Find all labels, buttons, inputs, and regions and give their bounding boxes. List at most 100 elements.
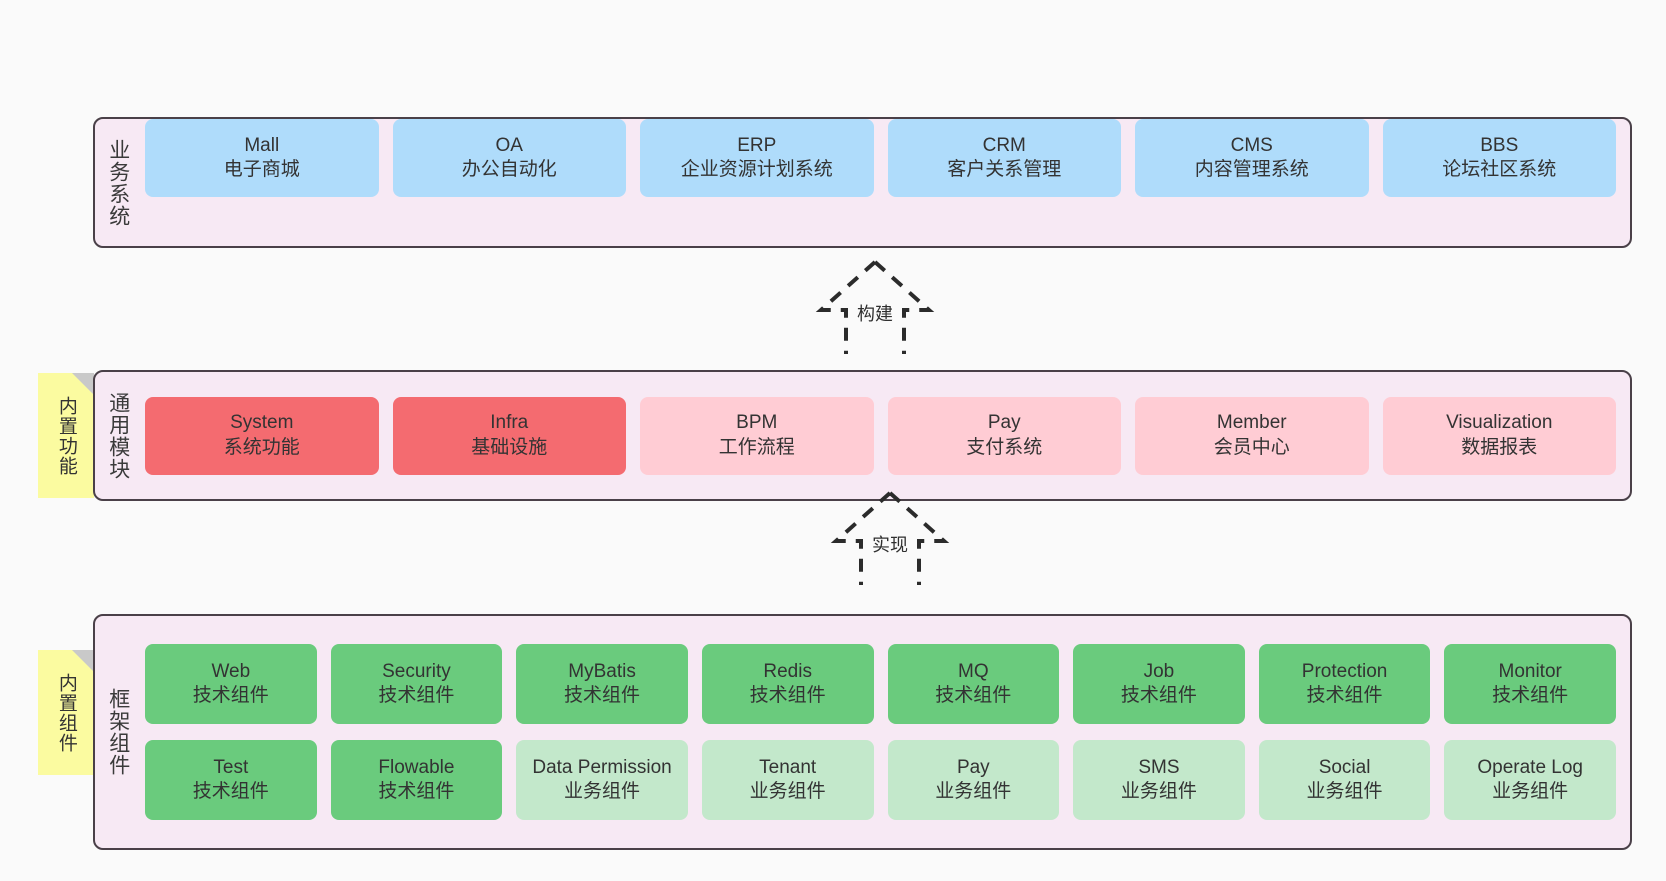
- business-card-mall-desc: 电子商城: [223, 159, 300, 180]
- common-card-infra-name: Infra: [490, 412, 529, 434]
- framework-card-protection-desc: 技术组件: [1306, 685, 1383, 706]
- connector-build-arrow-icon: [815, 260, 935, 354]
- business-card-erp[interactable]: ERP 企业资源计划系统: [640, 119, 874, 197]
- business-card-crm[interactable]: CRM 客户关系管理: [887, 119, 1121, 197]
- framework-card-test-name: Test: [213, 756, 249, 778]
- business-card-crm-name: CRM: [982, 134, 1026, 156]
- framework-card-monitor-desc: 技术组件: [1492, 685, 1569, 706]
- framework-card-mq[interactable]: MQ 技术组件: [887, 644, 1060, 724]
- panel-business-systems-body: Mall 电子商城 OA 办公自动化 ERP 企业资源计划系统 CRM 客户关系…: [141, 119, 1630, 197]
- common-card-visualization[interactable]: Visualization 数据报表: [1382, 396, 1616, 475]
- framework-card-social-desc: 业务组件: [1306, 781, 1383, 802]
- framework-card-operate-log-name: Operate Log: [1477, 756, 1583, 778]
- framework-card-social[interactable]: Social 业务组件: [1258, 740, 1431, 820]
- business-card-bbs-desc: 论坛社区系统: [1442, 159, 1557, 180]
- framework-card-monitor[interactable]: Monitor 技术组件: [1444, 644, 1616, 724]
- sticky-note-builtin-features-label: 内置功能: [55, 395, 77, 476]
- common-card-member-name: Member: [1216, 412, 1287, 434]
- sticky-note-builtin-components-label: 内置组件: [55, 672, 77, 753]
- panel-business-systems[interactable]: 业务系统 Mall 电子商城 OA 办公自动化 ERP 企业资源计划系统 CRM…: [93, 117, 1632, 248]
- framework-card-data-permission[interactable]: Data Permission 业务组件: [516, 740, 688, 820]
- business-card-row: Mall 电子商城 OA 办公自动化 ERP 企业资源计划系统 CRM 客户关系…: [145, 119, 1616, 197]
- framework-card-security[interactable]: Security 技术组件: [330, 644, 503, 724]
- framework-card-job-desc: 技术组件: [1120, 685, 1197, 706]
- panel-framework-components[interactable]: 框架组件 Web 技术组件 Security 技术组件 MyBatis 技术组件…: [93, 614, 1632, 850]
- framework-card-flowable[interactable]: Flowable 技术组件: [330, 740, 503, 820]
- framework-card-protection-name: Protection: [1301, 660, 1388, 682]
- common-card-infra[interactable]: Infra 基础设施: [392, 396, 626, 475]
- panel-common-modules[interactable]: 通用模块 System 系统功能 Infra 基础设施 BPM 工作流程 Pay…: [93, 370, 1632, 501]
- sticky-note-builtin-features[interactable]: 内置功能: [38, 373, 94, 498]
- common-card-bpm-desc: 工作流程: [718, 436, 795, 458]
- framework-card-web-name: Web: [211, 660, 251, 682]
- panel-framework-components-label: 框架组件: [106, 688, 130, 776]
- panel-framework-components-body: Web 技术组件 Security 技术组件 MyBatis 技术组件 Redi…: [141, 616, 1630, 848]
- common-card-bpm-name: BPM: [736, 412, 778, 434]
- framework-card-pay[interactable]: Pay 业务组件: [887, 740, 1060, 820]
- framework-card-monitor-name: Monitor: [1498, 660, 1562, 682]
- connector-realize-label: 实现: [869, 531, 911, 557]
- framework-card-tenant-name: Tenant: [759, 756, 817, 778]
- framework-card-job[interactable]: Job 技术组件: [1073, 644, 1245, 724]
- framework-card-redis-name: Redis: [763, 660, 812, 682]
- framework-card-tenant[interactable]: Tenant 业务组件: [701, 740, 874, 820]
- common-card-pay[interactable]: Pay 支付系统: [887, 396, 1121, 475]
- common-card-member-desc: 会员中心: [1213, 436, 1290, 458]
- business-card-erp-desc: 企业资源计划系统: [680, 159, 833, 180]
- panel-common-modules-body: System 系统功能 Infra 基础设施 BPM 工作流程 Pay 支付系统…: [141, 372, 1630, 499]
- common-card-system[interactable]: System 系统功能: [145, 396, 379, 475]
- framework-card-mq-desc: 技术组件: [935, 685, 1012, 706]
- connector-build-label: 构建: [854, 300, 896, 326]
- common-card-pay-desc: 支付系统: [966, 436, 1043, 458]
- business-card-oa[interactable]: OA 办公自动化: [392, 119, 626, 197]
- framework-card-mybatis[interactable]: MyBatis 技术组件: [516, 644, 688, 724]
- common-card-pay-name: Pay: [987, 412, 1021, 434]
- framework-card-test[interactable]: Test 技术组件: [145, 740, 317, 820]
- common-card-member[interactable]: Member 会员中心: [1135, 396, 1369, 475]
- common-card-system-name: System: [230, 412, 294, 434]
- framework-card-operate-log-desc: 业务组件: [1492, 781, 1569, 802]
- framework-card-sms[interactable]: SMS 业务组件: [1073, 740, 1245, 820]
- business-card-cms-name: CMS: [1230, 134, 1273, 156]
- framework-card-pay-name: Pay: [956, 756, 990, 778]
- business-card-erp-name: ERP: [737, 134, 777, 156]
- framework-card-data-permission-desc: 业务组件: [564, 781, 641, 802]
- framework-card-job-name: Job: [1143, 660, 1175, 682]
- framework-card-web[interactable]: Web 技术组件: [145, 644, 317, 724]
- common-card-row: System 系统功能 Infra 基础设施 BPM 工作流程 Pay 支付系统…: [145, 396, 1616, 475]
- business-card-bbs[interactable]: BBS 论坛社区系统: [1382, 119, 1616, 197]
- framework-card-security-desc: 技术组件: [378, 685, 455, 706]
- business-card-oa-desc: 办公自动化: [461, 159, 557, 180]
- framework-card-web-desc: 技术组件: [192, 685, 269, 706]
- common-card-infra-desc: 基础设施: [471, 436, 548, 458]
- business-card-bbs-name: BBS: [1480, 134, 1519, 156]
- common-card-system-desc: 系统功能: [223, 436, 300, 458]
- framework-card-redis-desc: 技术组件: [749, 685, 826, 706]
- framework-card-sms-desc: 业务组件: [1120, 781, 1197, 802]
- business-card-crm-desc: 客户关系管理: [947, 159, 1062, 180]
- business-card-mall[interactable]: Mall 电子商城: [145, 119, 379, 197]
- framework-card-redis[interactable]: Redis 技术组件: [701, 644, 874, 724]
- framework-card-pay-desc: 业务组件: [935, 781, 1012, 802]
- framework-tech-row: Web 技术组件 Security 技术组件 MyBatis 技术组件 Redi…: [145, 644, 1616, 724]
- framework-card-sms-name: SMS: [1138, 756, 1180, 778]
- panel-business-systems-label: 业务系统: [106, 138, 130, 227]
- business-card-oa-name: OA: [495, 134, 523, 156]
- connector-build[interactable]: 构建: [795, 258, 955, 354]
- framework-card-operate-log[interactable]: Operate Log 业务组件: [1444, 740, 1616, 820]
- business-card-cms[interactable]: CMS 内容管理系统: [1135, 119, 1369, 197]
- framework-card-security-name: Security: [382, 660, 451, 682]
- framework-card-data-permission-name: Data Permission: [532, 756, 672, 778]
- common-card-bpm[interactable]: BPM 工作流程: [640, 396, 874, 475]
- business-card-mall-name: Mall: [244, 134, 280, 156]
- sticky-note-builtin-components[interactable]: 内置组件: [38, 650, 94, 775]
- framework-card-protection[interactable]: Protection 技术组件: [1258, 644, 1431, 724]
- framework-card-flowable-name: Flowable: [378, 756, 455, 778]
- common-card-visualization-name: Visualization: [1446, 412, 1553, 434]
- panel-common-modules-label: 通用模块: [106, 391, 130, 480]
- framework-card-mybatis-name: MyBatis: [568, 660, 636, 682]
- framework-card-test-desc: 技术组件: [192, 781, 269, 802]
- connector-realize-arrow-icon: [830, 491, 950, 585]
- business-card-cms-desc: 内容管理系统: [1194, 159, 1309, 180]
- connector-realize[interactable]: 实现: [810, 489, 970, 585]
